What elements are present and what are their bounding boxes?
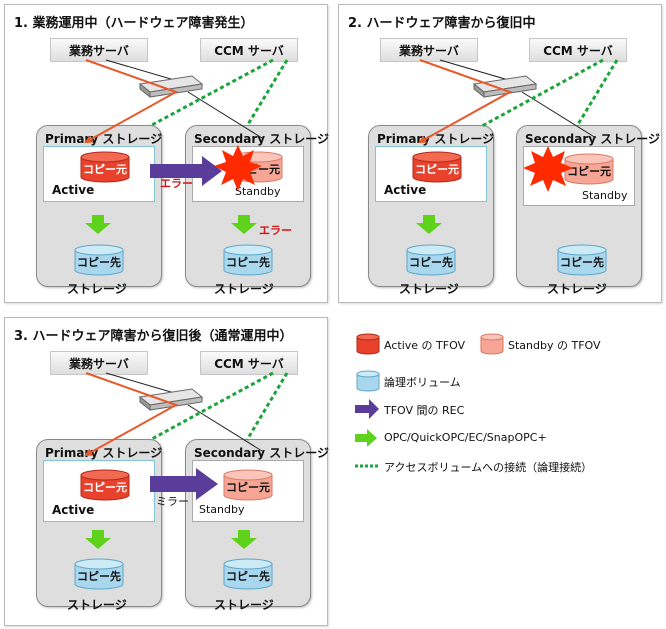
legend-standby-label: Standby の TFOV bbox=[508, 339, 601, 352]
legend-rec-label: TFOV 間の REC bbox=[384, 404, 465, 417]
standby-label: Standby bbox=[235, 185, 281, 198]
mirror-label: ミラー bbox=[156, 495, 189, 508]
business-server: 業務サーバ bbox=[50, 38, 148, 62]
ccm-server-label: CCM サーバ bbox=[214, 356, 284, 371]
copy-dest-label: コピー先 bbox=[409, 256, 453, 269]
ccm-server: CCM サーバ bbox=[200, 38, 298, 62]
copy-dest-volume: コピー先 bbox=[74, 558, 124, 590]
legend-opc-icon bbox=[355, 429, 377, 447]
opc-error-label: エラー bbox=[259, 224, 292, 237]
tfov-standby-area: コピー元 Standby bbox=[192, 460, 304, 522]
business-server: 業務サーバ bbox=[50, 351, 148, 375]
rec-error-label: エラー bbox=[160, 177, 193, 190]
volume-cylinder-icon bbox=[74, 558, 124, 590]
volume-cylinder-icon bbox=[564, 153, 614, 185]
volume-cylinder-icon bbox=[223, 469, 273, 501]
copy-dest-volume: コピー先 bbox=[557, 244, 607, 276]
tfov-standby-area: コピー元 Standby bbox=[192, 146, 304, 202]
volume-cylinder-icon bbox=[412, 151, 462, 183]
business-server-label: 業務サーバ bbox=[69, 43, 129, 58]
volume-cylinder-icon bbox=[557, 244, 607, 276]
legend-standby-icon bbox=[480, 333, 504, 355]
storage-label: ストレージ bbox=[399, 282, 459, 296]
panel-business-operation: 1. 業務運用中（ハードウェア障害発生） 業務サーバ CCM サーバ Prima… bbox=[4, 4, 329, 303]
copy-dest-volume: コピー先 bbox=[223, 558, 273, 590]
copy-dest-label: コピー先 bbox=[77, 256, 121, 269]
volume-cylinder-icon bbox=[223, 244, 273, 276]
panel-recovering: 2. ハードウェア障害から復旧中 業務サーバ CCM サーバ Primary ス… bbox=[338, 4, 662, 303]
active-tfov-volume: コピー元 bbox=[80, 151, 130, 183]
legend-access-label: アクセスボリュームへの接続（論理接続） bbox=[384, 461, 593, 474]
tfov-active-area: コピー元 Active bbox=[43, 460, 155, 522]
primary-storage-title: Primary ストレージ bbox=[45, 446, 163, 460]
active-label: Active bbox=[52, 503, 95, 517]
copy-source-label: コピー元 bbox=[226, 481, 270, 494]
storage-label: ストレージ bbox=[214, 598, 274, 612]
volume-cylinder-icon bbox=[223, 558, 273, 590]
standby-label: Standby bbox=[582, 189, 628, 202]
copy-dest-label: コピー先 bbox=[560, 256, 604, 269]
storage-label: ストレージ bbox=[67, 598, 127, 612]
volume-cylinder-icon bbox=[406, 244, 456, 276]
secondary-storage: Secondary ストレージ コピー元 Standby コピー先 ストレージ bbox=[516, 125, 660, 296]
standby-tfov-volume: コピー元 bbox=[223, 469, 273, 501]
storage-label: ストレージ bbox=[547, 282, 607, 296]
copy-dest-volume: コピー先 bbox=[223, 244, 273, 276]
active-label: Active bbox=[52, 183, 95, 197]
ccm-server-label: CCM サーバ bbox=[543, 43, 613, 58]
copy-source-label: コピー元 bbox=[415, 163, 459, 176]
storage-label: ストレージ bbox=[214, 282, 274, 296]
standby-label: Standby bbox=[199, 503, 245, 516]
legend-rec-icon bbox=[355, 399, 379, 419]
ccm-server: CCM サーバ bbox=[529, 38, 627, 62]
standby-tfov-volume: コピー元 bbox=[564, 153, 614, 185]
primary-storage-title: Primary ストレージ bbox=[45, 132, 163, 146]
legend-volume-icon bbox=[356, 370, 380, 392]
copy-dest-volume: コピー先 bbox=[406, 244, 456, 276]
secondary-storage: Secondary ストレージ コピー元 Standby コピー先 ストレージ bbox=[185, 125, 329, 296]
secondary-storage: Secondary ストレージ コピー元 Standby コピー先 ストレージ bbox=[185, 439, 329, 612]
primary-storage-title: Primary ストレージ bbox=[377, 132, 495, 146]
copy-dest-label: コピー先 bbox=[226, 570, 270, 583]
primary-storage: Primary ストレージ コピー元 Active コピー先 ストレージ bbox=[36, 125, 163, 296]
business-server-label: 業務サーバ bbox=[69, 356, 129, 371]
copy-dest-label: コピー先 bbox=[226, 256, 270, 269]
legend-active-icon bbox=[356, 333, 380, 355]
ccm-server: CCM サーバ bbox=[200, 351, 298, 375]
storage-label: ストレージ bbox=[67, 282, 127, 296]
legend-active-label: Active の TFOV bbox=[384, 339, 466, 352]
standby-tfov-volume: コピー元 bbox=[233, 151, 283, 183]
secondary-storage-title: Secondary ストレージ bbox=[525, 132, 661, 146]
primary-storage: Primary ストレージ コピー元 Active コピー先 ストレージ bbox=[368, 125, 495, 296]
secondary-storage-title: Secondary ストレージ bbox=[194, 132, 330, 146]
panel-recovered: 3. ハードウェア障害から復旧後（通常運用中） 業務サーバ CCM サーバ Pr… bbox=[4, 317, 329, 626]
copy-dest-volume: コピー先 bbox=[74, 244, 124, 276]
volume-cylinder-icon bbox=[80, 469, 130, 501]
copy-dest-label: コピー先 bbox=[77, 570, 121, 583]
business-server: 業務サーバ bbox=[380, 38, 478, 62]
secondary-storage-title: Secondary ストレージ bbox=[194, 446, 330, 460]
business-server-label: 業務サーバ bbox=[399, 43, 459, 58]
volume-cylinder-icon bbox=[80, 151, 130, 183]
ccm-server-label: CCM サーバ bbox=[214, 43, 284, 58]
panel-title: 1. 業務運用中（ハードウェア障害発生） bbox=[14, 16, 254, 31]
active-tfov-volume: コピー元 bbox=[412, 151, 462, 183]
legend-volume-label: 論理ボリューム bbox=[384, 376, 461, 389]
panel-title: 2. ハードウェア障害から復旧中 bbox=[348, 16, 536, 31]
active-tfov-volume: コピー元 bbox=[80, 469, 130, 501]
legend-opc-label: OPC/QuickOPC/EC/SnapOPC+ bbox=[384, 431, 547, 444]
active-label: Active bbox=[384, 183, 427, 197]
panel-title: 3. ハードウェア障害から復旧後（通常運用中） bbox=[14, 329, 293, 344]
tfov-standby-area: コピー元 Standby bbox=[523, 146, 635, 206]
volume-cylinder-icon bbox=[74, 244, 124, 276]
tfov-active-area: コピー元 Active bbox=[43, 146, 155, 202]
copy-source-label: コピー元 bbox=[83, 163, 127, 176]
copy-source-label: コピー元 bbox=[83, 481, 127, 494]
copy-source-label: コピー元 bbox=[567, 165, 611, 178]
primary-storage: Primary ストレージ コピー元 Active コピー先 ストレージ bbox=[36, 439, 163, 612]
copy-source-label: コピー元 bbox=[236, 163, 280, 176]
tfov-active-area: コピー元 Active bbox=[375, 146, 487, 202]
